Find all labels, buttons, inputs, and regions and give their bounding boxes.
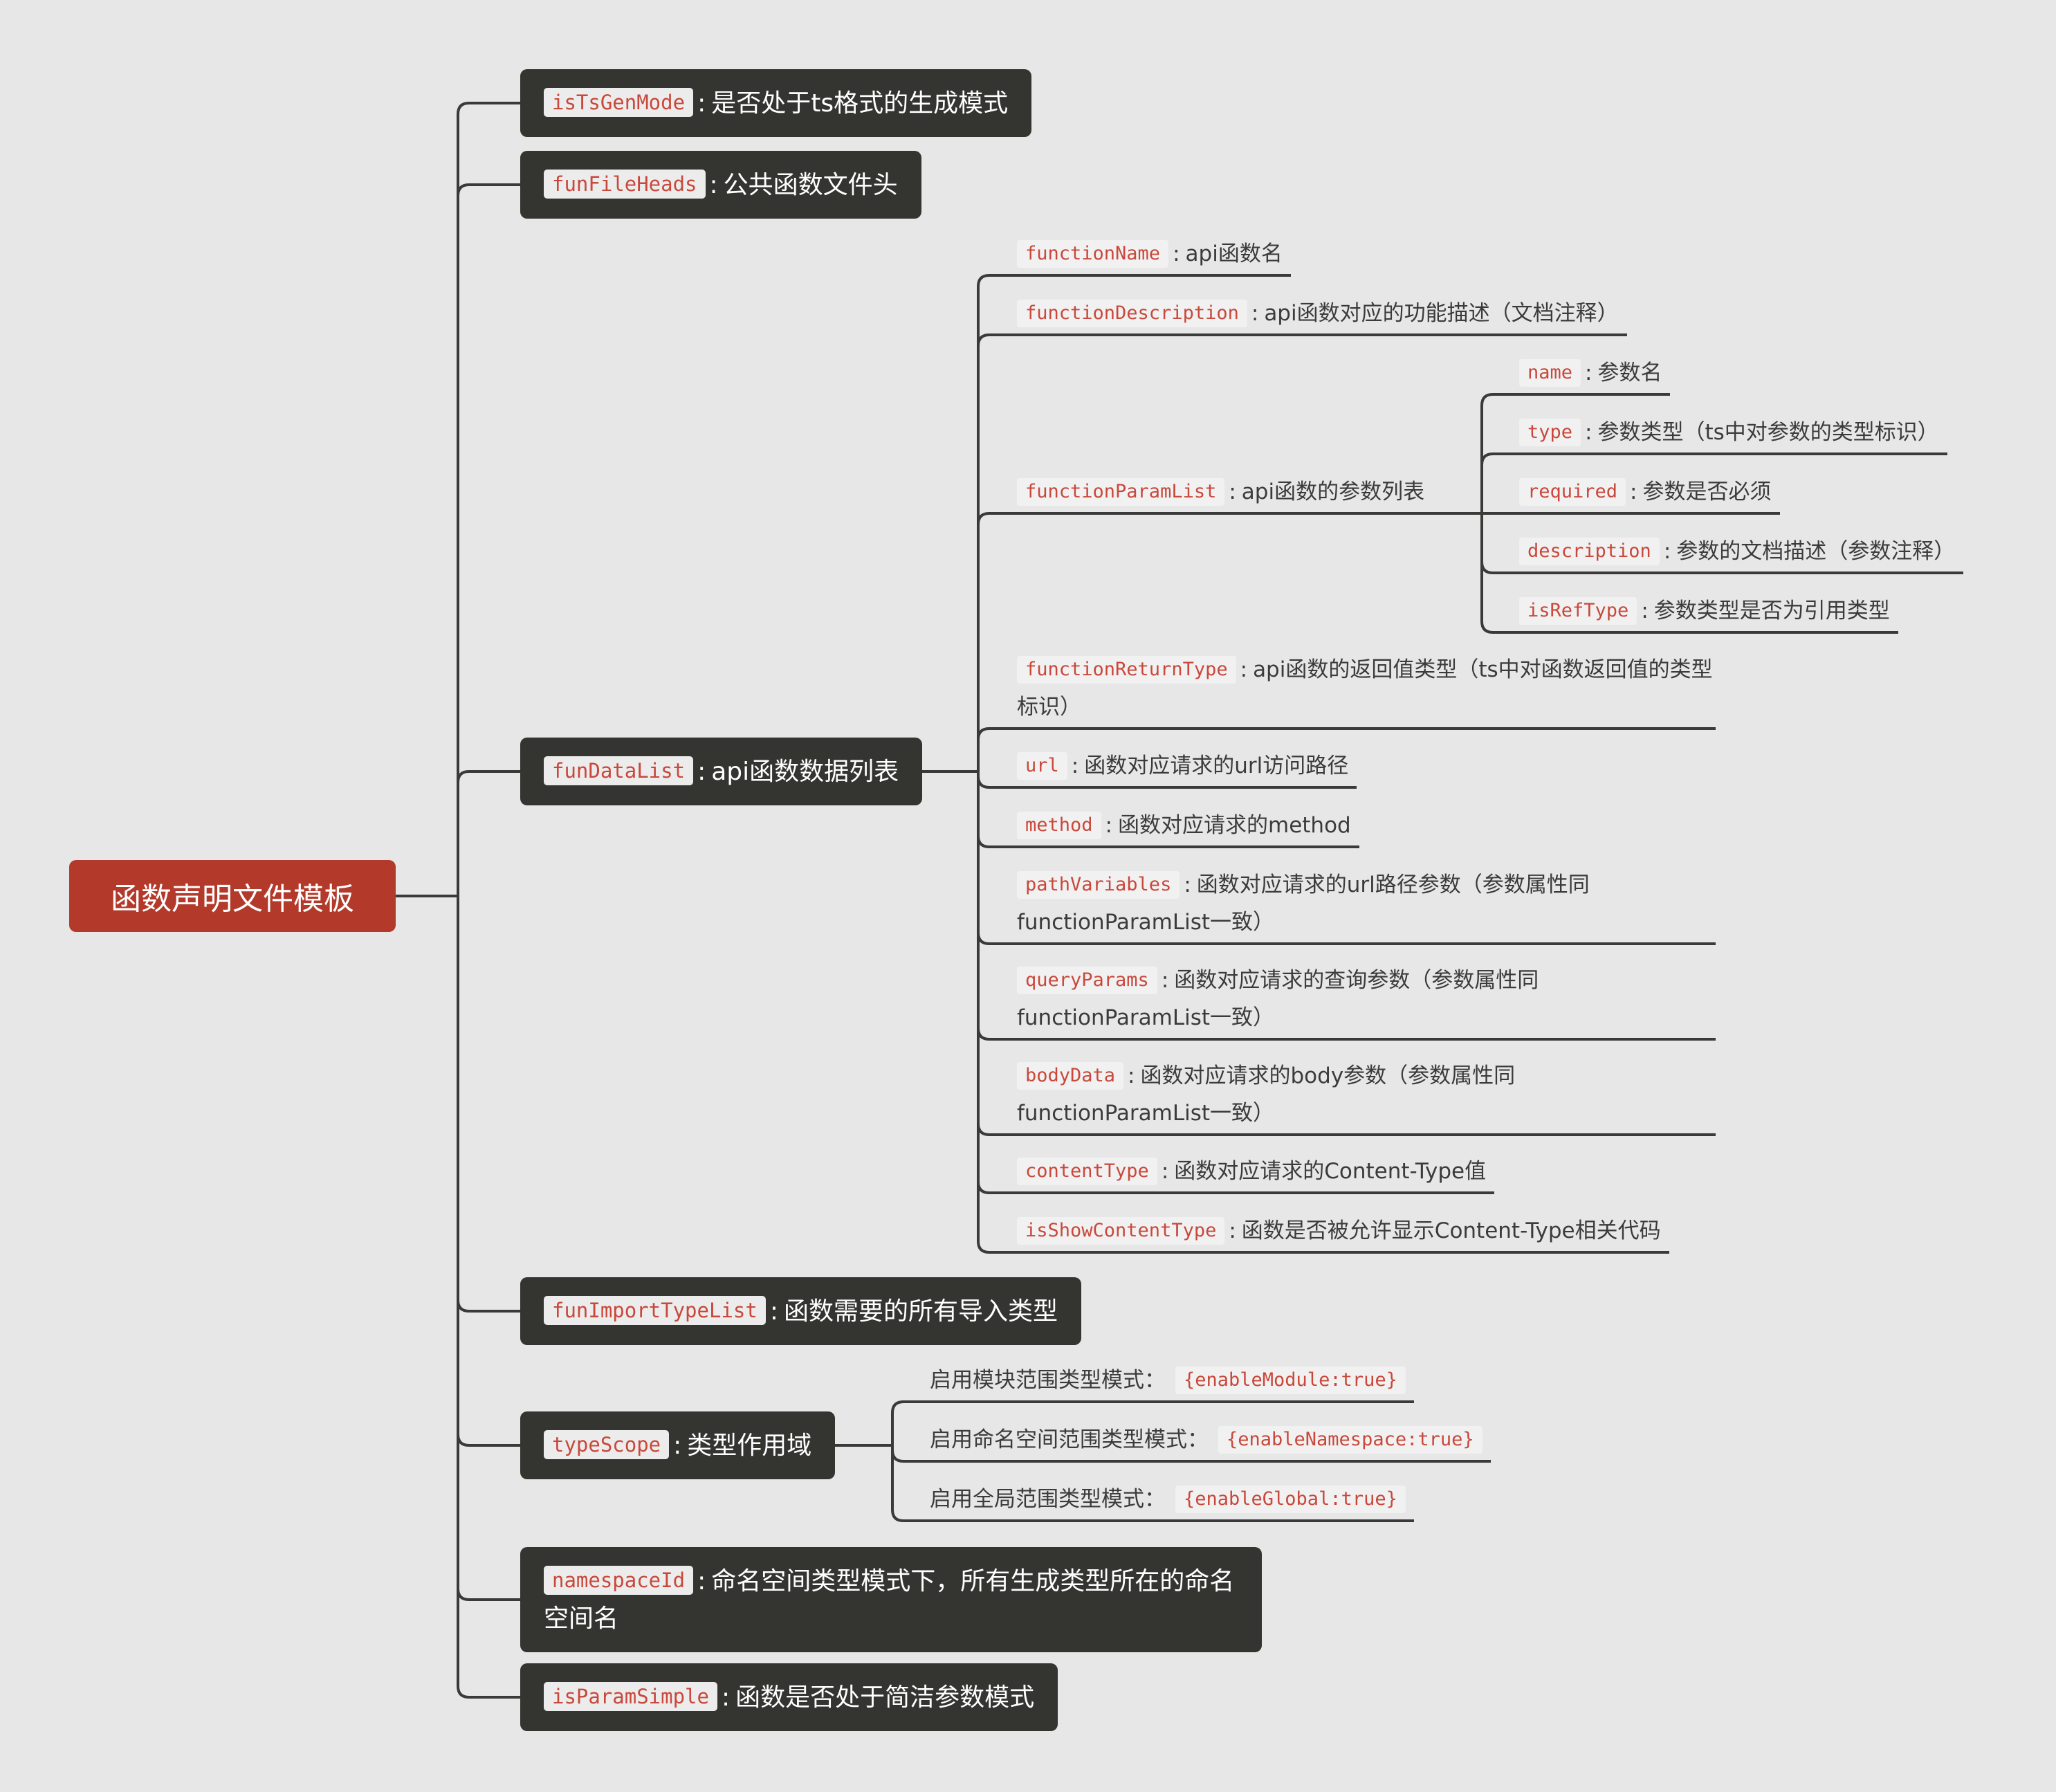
- leaf-scope-module[interactable]: 启用模块范围类型模式： {enableModule:true}: [930, 1362, 1406, 1399]
- leaf-functionparamlist[interactable]: functionParamList:api函数的参数列表: [1017, 473, 1424, 511]
- root-label: 函数声明文件模板: [111, 881, 354, 917]
- leaf-desc: 函数对应请求的url路径参数（参数属性同functionParamList一致）: [1017, 872, 1590, 935]
- leaf-desc: 函数对应请求的查询参数（参数属性同functionParamList一致）: [1017, 968, 1539, 1030]
- leaf-key: method: [1017, 812, 1101, 839]
- root-connector-link-3: [457, 896, 520, 1313]
- leaf-url[interactable]: url:函数对应请求的url访问路径: [1017, 747, 1348, 785]
- root-connector-link-6: [457, 896, 520, 1699]
- leaf-text: 启用模块范围类型模式：: [930, 1368, 1166, 1393]
- typescope-connector-link-2: [891, 1445, 1414, 1522]
- branch-key: funFileHeads: [544, 170, 706, 199]
- branch-node-namespaceid[interactable]: namespaceId:命名空间类型模式下，所有生成类型所在的命名空间名: [520, 1547, 1262, 1652]
- leaf-key: functionDescription: [1017, 300, 1247, 327]
- leaf-desc: 参数的文档描述（参数注释）: [1676, 539, 1956, 564]
- branch-node-istsgenmode[interactable]: isTsGenMode:是否处于ts格式的生成模式: [520, 69, 1032, 137]
- leaf-key: bodyData: [1017, 1062, 1124, 1090]
- leaf-desc: 函数对应请求的url访问路径: [1084, 753, 1349, 778]
- leaf-param-name[interactable]: name:参数名: [1519, 354, 1662, 392]
- leaf-key: isShowContentType: [1017, 1217, 1225, 1245]
- leaf-key: name: [1519, 359, 1581, 387]
- branch-desc: 命名空间类型模式下，所有生成类型所在的命名空间名: [544, 1567, 1235, 1633]
- leaf-desc: 参数类型是否为引用类型: [1653, 598, 1890, 623]
- leaf-text: 启用全局范围类型模式：: [930, 1487, 1166, 1512]
- branch-desc: 公共函数文件头: [723, 171, 898, 199]
- branch-key: typeScope: [544, 1430, 670, 1459]
- branch-key: namespaceId: [544, 1566, 694, 1595]
- branch-node-funimporttypelist[interactable]: funImportTypeList:函数需要的所有导入类型: [520, 1277, 1081, 1345]
- leaf-scope-namespace[interactable]: 启用命名空间范围类型模式： {enableNamespace:true}: [930, 1421, 1483, 1459]
- root-connector-link-2: [457, 770, 520, 896]
- branch-node-typescope[interactable]: typeScope:类型作用域: [520, 1411, 836, 1479]
- typescope-connector-link-0: [891, 1400, 1414, 1445]
- leaf-desc: 参数是否必须: [1642, 479, 1772, 504]
- leaf-desc: 函数对应请求的body参数（参数属性同functionParamList一致）: [1017, 1063, 1516, 1126]
- leaf-param-type[interactable]: type:参数类型（ts中对参数的类型标识）: [1519, 414, 1939, 451]
- leaf-desc: 函数对应请求的Content-Type值: [1174, 1159, 1487, 1184]
- leaf-method[interactable]: method:函数对应请求的method: [1017, 807, 1351, 844]
- functionparamlist-connector-link-0: [1480, 393, 1670, 513]
- leaf-desc: 参数类型（ts中对参数的类型标识）: [1597, 420, 1939, 445]
- leaf-key: pathVariables: [1017, 871, 1180, 899]
- root-connector-link-4: [457, 896, 520, 1447]
- leaf-param-description[interactable]: description:参数的文档描述（参数注释）: [1519, 533, 1955, 570]
- functionparamlist-connector-link-4: [1480, 513, 1898, 634]
- branch-key: isParamSimple: [544, 1682, 717, 1711]
- leaf-functiondescription[interactable]: functionDescription:api函数对应的功能描述（文档注释）: [1017, 295, 1619, 332]
- leaf-desc: 函数是否被允许显示Content-Type相关代码: [1241, 1218, 1661, 1243]
- leaf-key: functionReturnType: [1017, 656, 1236, 684]
- fundatalist-connector-link-3: [977, 727, 1716, 771]
- leaf-desc: api函数的参数列表: [1241, 479, 1425, 504]
- branch-node-isparamsimple[interactable]: isParamSimple:函数是否处于简洁参数模式: [520, 1663, 1058, 1731]
- branch-desc: 函数需要的所有导入类型: [783, 1297, 1058, 1326]
- leaf-functionreturntype[interactable]: functionReturnType:api函数的返回值类型（ts中对函数返回值…: [1017, 656, 1713, 720]
- branch-key: isTsGenMode: [544, 88, 694, 117]
- leaf-code: {enableGlobal:true}: [1175, 1485, 1406, 1513]
- leaf-desc: api函数名: [1185, 241, 1283, 266]
- branch-key: funImportTypeList: [544, 1296, 766, 1325]
- leaf-key: description: [1519, 538, 1660, 565]
- branch-desc: 函数是否处于简洁参数模式: [735, 1683, 1035, 1712]
- branch-key: funDataList: [544, 756, 694, 785]
- functionparamlist-connector-link-1: [1480, 452, 1947, 513]
- branch-desc: 是否处于ts格式的生成模式: [711, 89, 1009, 118]
- leaf-key: queryParams: [1017, 967, 1157, 994]
- leaf-contenttype[interactable]: contentType:函数对应请求的Content-Type值: [1017, 1153, 1486, 1190]
- fundatalist-connector-link-2: [977, 512, 1482, 771]
- leaf-param-required[interactable]: required:参数是否必须: [1519, 473, 1772, 511]
- leaf-bodydata[interactable]: bodyData:函数对应请求的body参数（参数属性同functionPara…: [1017, 1062, 1516, 1126]
- leaf-key: isRefType: [1519, 597, 1637, 625]
- leaf-key: contentType: [1017, 1158, 1157, 1185]
- branch-desc: 类型作用域: [687, 1432, 812, 1460]
- leaf-desc: api函数的返回值类型（ts中对函数返回值的类型标识）: [1017, 657, 1713, 720]
- leaf-desc: 参数名: [1597, 360, 1662, 385]
- leaf-code: {enableNamespace:true}: [1218, 1426, 1483, 1454]
- leaf-isshowcontenttype[interactable]: isShowContentType:函数是否被允许显示Content-Type相…: [1017, 1212, 1661, 1250]
- branch-node-fundatalist[interactable]: funDataList:api函数数据列表: [520, 738, 923, 805]
- leaf-param-isreftype[interactable]: isRefType:参数类型是否为引用类型: [1519, 592, 1890, 630]
- leaf-functionname[interactable]: functionName:api函数名: [1017, 235, 1283, 273]
- leaf-desc: 函数对应请求的method: [1118, 813, 1351, 838]
- root-node[interactable]: 函数声明文件模板: [69, 860, 396, 932]
- leaf-key: functionName: [1017, 240, 1169, 268]
- branch-node-funfileheads[interactable]: funFileHeads:公共函数文件头: [520, 151, 921, 219]
- root-connector-link-0: [457, 102, 520, 896]
- leaf-key: url: [1017, 752, 1067, 780]
- branch-desc: api函数数据列表: [711, 758, 899, 786]
- leaf-desc: api函数对应的功能描述（文档注释）: [1264, 301, 1619, 326]
- leaf-key: type: [1519, 419, 1581, 446]
- root-connector-link-1: [457, 183, 520, 896]
- fundatalist-connector-link-10: [977, 771, 1669, 1254]
- root-connector-link-5: [457, 896, 520, 1601]
- leaf-pathvariables[interactable]: pathVariables:函数对应请求的url路径参数（参数属性同functi…: [1017, 871, 1590, 935]
- leaf-key: required: [1519, 478, 1626, 506]
- leaf-scope-global[interactable]: 启用全局范围类型模式： {enableGlobal:true}: [930, 1481, 1406, 1518]
- leaf-key: functionParamList: [1017, 478, 1225, 506]
- fundatalist-connector-link-0: [977, 274, 1291, 771]
- leaf-text: 启用命名空间范围类型模式：: [930, 1427, 1209, 1452]
- leaf-queryparams[interactable]: queryParams:函数对应请求的查询参数（参数属性同functionPar…: [1017, 967, 1539, 1030]
- fundatalist-connector-link-1: [977, 333, 1627, 771]
- leaf-code: {enableModule:true}: [1175, 1366, 1406, 1394]
